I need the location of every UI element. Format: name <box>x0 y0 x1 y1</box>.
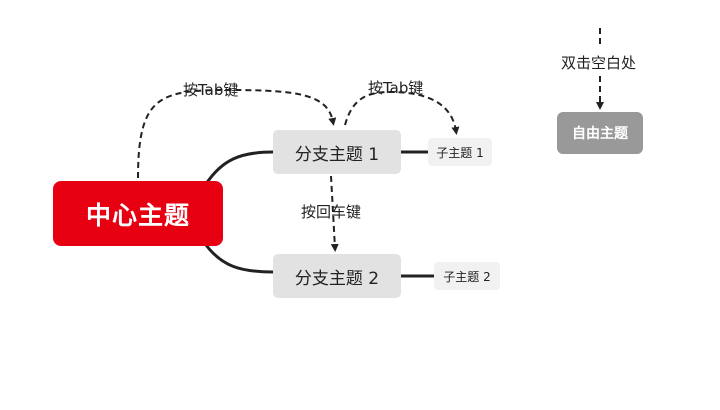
hint-enter: 按回车键 <box>301 203 362 221</box>
free-topic-label: 自由主题 <box>572 126 628 142</box>
connector-central-branch2 <box>204 244 274 274</box>
hint-arrow-enter <box>330 175 339 252</box>
subtopic-1-label: 子主题 1 <box>436 145 484 160</box>
central-topic[interactable]: 中心主题 <box>53 181 223 246</box>
central-topic-label: 中心主题 <box>85 200 190 230</box>
hint-arrow-tab-branch <box>344 90 460 135</box>
subtopic-2[interactable]: 子主题 2 <box>434 262 500 290</box>
connector-central-branch1 <box>204 150 274 185</box>
free-topic[interactable]: 自由主题 <box>557 112 643 154</box>
branch-topic-2[interactable]: 分支主题 2 <box>273 254 401 298</box>
subtopic-2-label: 子主题 2 <box>443 269 491 284</box>
hint-tab-central: 按Tab键 <box>183 81 239 99</box>
subtopic-1[interactable]: 子主题 1 <box>428 138 492 166</box>
hint-double-click: 双击空白处 <box>561 54 637 72</box>
hint-arrow-tab-central <box>137 88 337 179</box>
hint-tab-branch: 按Tab键 <box>368 79 424 97</box>
branch-topic-2-label: 分支主题 2 <box>294 268 380 289</box>
branch-topic-1-label: 分支主题 1 <box>294 144 380 165</box>
branch-topic-1[interactable]: 分支主题 1 <box>273 130 401 174</box>
